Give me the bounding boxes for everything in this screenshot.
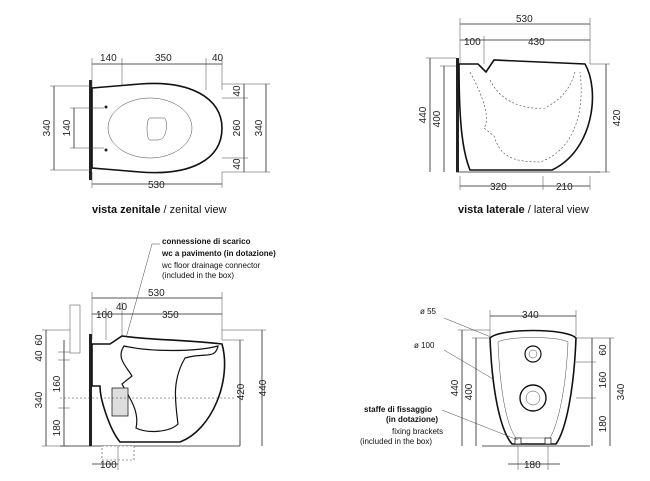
rear-note-bold-1: staffe di fissaggio	[364, 405, 432, 414]
side-caption-bold: vista laterale	[458, 204, 525, 216]
rear-dim-l2: 400	[464, 383, 475, 400]
section-wall	[89, 334, 92, 446]
side-dim-b: 430	[528, 37, 545, 48]
top-dim-l2: 140	[62, 119, 73, 136]
rear-bracket-2	[544, 437, 552, 445]
top-dim-l1: 340	[42, 119, 53, 136]
top-fixing-hole-2	[104, 148, 108, 152]
side-wall	[456, 58, 459, 172]
section-dim-b: 100	[96, 310, 113, 321]
section-note-bold-1: connessione di scarico	[162, 237, 251, 246]
top-bowl-outline	[91, 82, 223, 174]
side-caption: vista laterale / lateral view	[458, 204, 589, 216]
rear-dim-bottom: 180	[524, 460, 541, 471]
side-bowl-hidden	[489, 71, 576, 109]
rear-dim-r4: 180	[598, 415, 609, 432]
side-dim-a: 100	[464, 37, 481, 48]
rear-inner-outline	[497, 337, 569, 439]
top-dim-a: 140	[100, 53, 117, 64]
rear-outlet-inner	[525, 390, 541, 406]
section-dim-c: 350	[162, 310, 179, 321]
side-dim-bottom-a: 320	[490, 182, 507, 193]
rear-inlet-inner	[528, 349, 538, 359]
section-connector	[111, 387, 129, 417]
section-note-1: wc floor drainage connector	[161, 261, 261, 270]
rear-dim-r3: 340	[616, 383, 627, 400]
top-dim-total: 530	[148, 180, 165, 191]
side-dim-h2: 400	[432, 110, 443, 127]
rear-leader-brackets	[441, 409, 519, 441]
section-dim-l5: 180	[52, 419, 63, 436]
top-caption: vista zenitale / zenital view	[92, 204, 227, 216]
side-dim-h1: 440	[418, 106, 429, 123]
top-dim-b: 350	[155, 53, 172, 64]
section-inlet-pipe	[69, 304, 81, 354]
top-dim-r2: 260	[232, 119, 243, 136]
top-dim-r3: 340	[254, 119, 265, 136]
rear-inlet-55	[524, 345, 542, 363]
section-dim-bottom: 100	[100, 460, 117, 471]
top-caption-bold: vista zenitale	[92, 204, 160, 216]
top-dim-r4: 40	[232, 158, 243, 170]
section-note-bold-2: wc a pavimento (in dotazione)	[161, 249, 276, 258]
section-dim-l2: 40	[34, 350, 45, 362]
section-dim-total: 530	[148, 288, 165, 299]
section-bowl-interior	[120, 345, 219, 433]
rear-note-2: (included in the box)	[360, 437, 432, 446]
top-caption-rest: / zenital view	[160, 204, 226, 216]
rear-note-bold-2: (in dotazione)	[386, 415, 438, 424]
top-dim-r1: 40	[232, 85, 243, 97]
side-dim-total: 530	[516, 14, 533, 25]
section-view: connessione di scarico wc a pavimento (i…	[34, 237, 276, 471]
section-dim-r1: 420	[236, 383, 247, 400]
rear-dim-top: 340	[522, 310, 539, 321]
section-dim-a: 40	[116, 302, 128, 313]
top-bowl-rim	[107, 97, 193, 159]
rear-dim-l1: 440	[450, 379, 461, 396]
rear-dia-100: ø 100	[414, 341, 435, 350]
side-trapway-hidden	[469, 71, 582, 163]
side-dim-h3: 420	[612, 109, 623, 126]
rear-note-1: fixing brackets	[392, 427, 443, 436]
side-view: 530 100 430 440 400 420 320 210 vista la…	[418, 14, 623, 216]
top-wall	[89, 80, 92, 180]
rear-dim-r2: 160	[598, 371, 609, 388]
section-dim-l4: 340	[34, 391, 45, 408]
side-dim-bottom-b: 210	[556, 182, 573, 193]
side-caption-rest: / lateral view	[525, 204, 589, 216]
top-dim-c: 40	[212, 53, 224, 64]
rear-view: 340 ø 55 ø 100 staffe di fissaggio (in d…	[360, 307, 627, 471]
top-drain-opening	[146, 117, 167, 141]
section-note-2: (included in the box)	[162, 271, 234, 280]
rear-outlet-100	[519, 384, 547, 412]
top-fixing-hole-1	[104, 105, 108, 109]
section-leader	[125, 243, 160, 339]
top-view: 140 350 40 340 140 40 260 40 340	[42, 53, 270, 216]
rear-dim-r1: 60	[598, 344, 609, 356]
section-dim-r2: 440	[258, 379, 269, 396]
section-dim-l3: 160	[52, 375, 63, 392]
rear-bracket-1	[514, 437, 522, 445]
side-body-outline	[458, 59, 594, 171]
section-dim-l1: 60	[34, 334, 45, 346]
rear-dia-55: ø 55	[420, 307, 437, 316]
